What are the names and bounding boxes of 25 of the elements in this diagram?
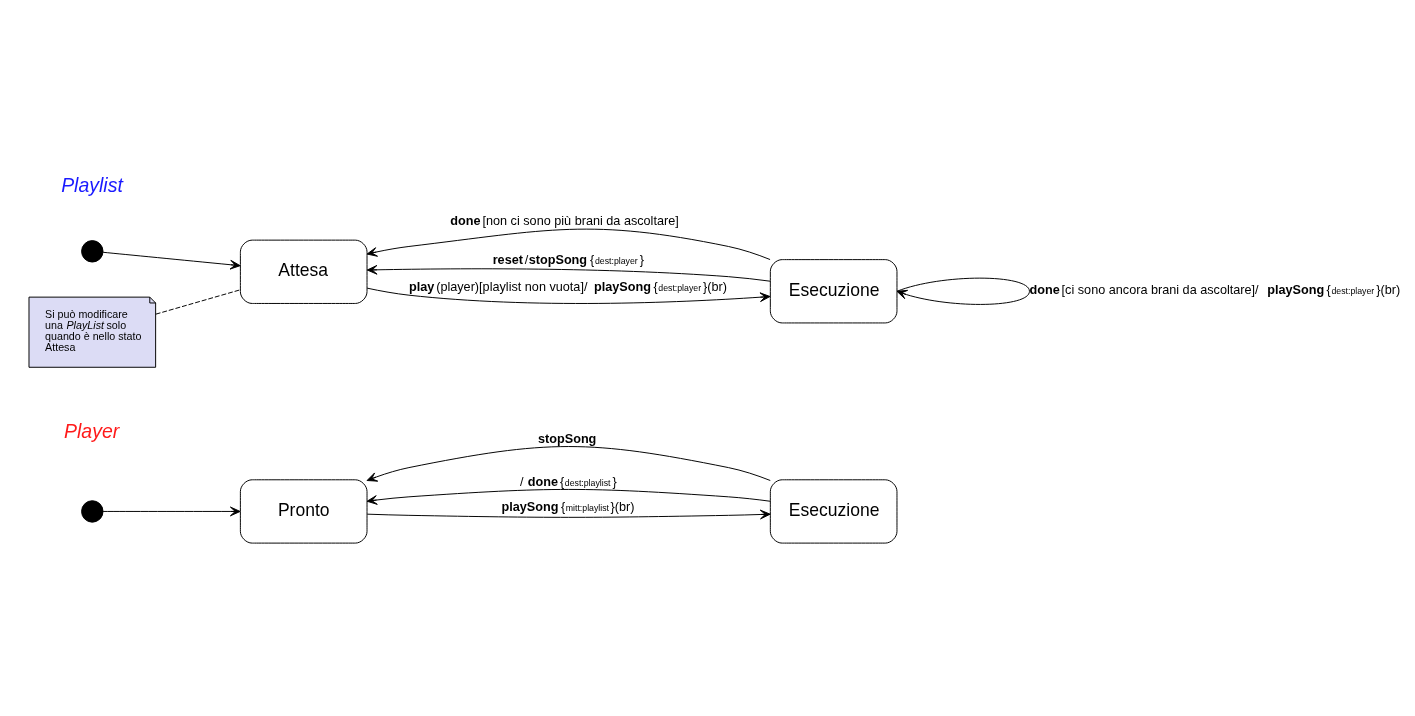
node-box: Attesa — [239, 239, 368, 304]
label: Player — [64, 419, 120, 442]
label: Playlist — [61, 173, 123, 196]
arrow — [366, 287, 771, 304]
arrow — [102, 506, 241, 516]
node-box: Pronto — [239, 478, 368, 544]
arrow — [366, 488, 771, 505]
arrow — [366, 264, 771, 282]
node-box: Esecuzione — [769, 258, 898, 323]
edge-label: play(player)[playlist non vuota]/playSong{dest:player}(br) — [408, 279, 728, 294]
node-box: Esecuzione — [769, 478, 898, 544]
edge-label: reset/stopSong{dest:player} — [492, 252, 645, 267]
arrow — [102, 251, 241, 270]
node-circle — [81, 499, 104, 523]
arrow — [366, 228, 771, 260]
node-circle — [81, 239, 104, 263]
connector — [155, 288, 241, 315]
edge-label: / done{dest:playlist} — [519, 474, 617, 489]
edge-label: done[non ci sono più brani da ascoltare] — [450, 213, 679, 228]
edge-label: playSong{mitt:playlist}(br) — [501, 499, 635, 514]
arrow — [366, 509, 771, 519]
edge-label: done[ci sono ancora brani da ascoltare]/playSong{dest:player}(br) — [1029, 282, 1401, 297]
arrow — [896, 277, 1030, 305]
arrow — [366, 445, 771, 482]
edge-label: stopSong — [537, 431, 597, 446]
